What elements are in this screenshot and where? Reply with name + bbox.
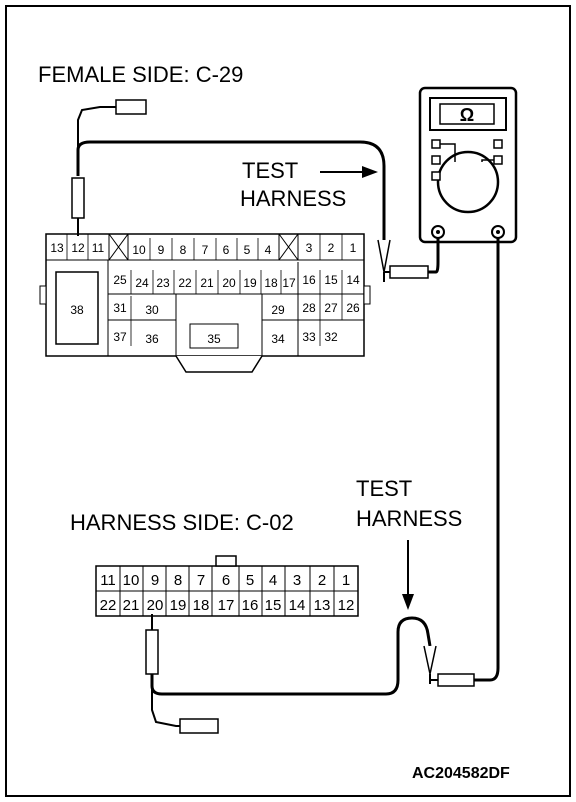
pin-label: 33 — [302, 330, 316, 344]
pin-label: 21 — [123, 597, 140, 614]
pin-label: 10 — [123, 572, 140, 589]
pin-label: 8 — [174, 572, 182, 589]
pin-label: 13 — [50, 241, 64, 255]
pin-label: 18 — [193, 597, 210, 614]
test-harness-top — [71, 99, 440, 282]
pin-label: 5 — [244, 243, 251, 257]
pin-label: 4 — [269, 572, 277, 589]
pin-label: 3 — [293, 572, 301, 589]
test-harness-top-line1: TEST — [242, 158, 298, 183]
pin-label: 25 — [113, 273, 127, 287]
pin-label: 14 — [289, 597, 306, 614]
connector-c29-pins: 13 12 11 10 9 8 7 6 5 4 3 2 1 25 24 23 2… — [50, 241, 360, 346]
pin-label: 5 — [246, 572, 254, 589]
pin-label: 11 — [92, 241, 105, 255]
pin-label: 12 — [338, 597, 355, 614]
pin-label: 7 — [202, 243, 209, 257]
pin-label: 38 — [70, 303, 84, 317]
pin-label: 27 — [324, 301, 338, 315]
harness-side-label: HARNESS SIDE: C-02 — [70, 510, 294, 535]
connector-c29 — [39, 233, 371, 373]
pin-label: 1 — [350, 241, 357, 255]
pin-label: 22 — [178, 276, 192, 290]
pin-label: 19 — [243, 276, 257, 290]
connector-c02 — [95, 555, 359, 617]
pin-label: 28 — [302, 301, 316, 315]
pin-label: 22 — [100, 597, 117, 614]
figure-frame — [5, 5, 571, 797]
pin-label: 4 — [265, 243, 272, 257]
figure-code: AC204582DF — [412, 765, 510, 782]
pin-label: 8 — [180, 243, 187, 257]
pin-label: 3 — [306, 241, 313, 255]
pin-label: 32 — [324, 330, 338, 344]
pin-label: 26 — [346, 301, 360, 315]
arrow-icon-bottom — [402, 540, 414, 610]
test-harness-top-line2: HARNESS — [240, 186, 346, 211]
pin-label: 2 — [328, 241, 335, 255]
pin-label: 15 — [265, 597, 282, 614]
multimeter: Ω — [418, 86, 518, 244]
pin-label: 24 — [135, 276, 149, 290]
arrow-icon-top — [320, 166, 378, 178]
pin-label: 2 — [318, 572, 326, 589]
pin-label: 35 — [207, 332, 221, 346]
pin-label: 6 — [222, 572, 230, 589]
pin-label: 9 — [158, 243, 165, 257]
test-harness-bottom-line1: TEST — [356, 476, 412, 501]
pin-label: 12 — [71, 241, 85, 255]
pin-label: 34 — [271, 332, 285, 346]
connector-c02-pins: 11 10 9 8 7 6 5 4 3 2 1 22 21 20 19 18 1… — [100, 572, 355, 614]
pin-label: 1 — [342, 572, 350, 589]
pin-label: 36 — [145, 332, 159, 346]
pin-label: 11 — [100, 572, 116, 589]
pin-label: 21 — [200, 276, 214, 290]
pin-label: 7 — [197, 572, 205, 589]
pin-label: 10 — [132, 243, 146, 257]
pin-label: 14 — [346, 273, 360, 287]
pin-label: 31 — [113, 301, 127, 315]
pin-label: 37 — [113, 330, 127, 344]
pin-label: 16 — [242, 597, 259, 614]
pin-label: 18 — [264, 276, 278, 290]
pin-label: 30 — [145, 303, 159, 317]
pin-label: 9 — [151, 572, 159, 589]
pin-label: 29 — [271, 303, 285, 317]
pin-label: 13 — [314, 597, 331, 614]
pin-label: 23 — [156, 276, 170, 290]
pin-label: 19 — [170, 597, 187, 614]
pin-label: 15 — [324, 273, 338, 287]
female-side-label: FEMALE SIDE: C-29 — [38, 62, 243, 87]
pin-label: 6 — [223, 243, 230, 257]
pin-label: 16 — [302, 273, 316, 287]
pin-label: 20 — [147, 597, 164, 614]
test-harness-bottom — [145, 238, 500, 734]
ohm-icon: Ω — [460, 105, 474, 125]
pin-label: 17 — [282, 276, 296, 290]
pin-label: 17 — [218, 597, 235, 614]
test-harness-bottom-line2: HARNESS — [356, 506, 462, 531]
pin-label: 20 — [222, 276, 236, 290]
